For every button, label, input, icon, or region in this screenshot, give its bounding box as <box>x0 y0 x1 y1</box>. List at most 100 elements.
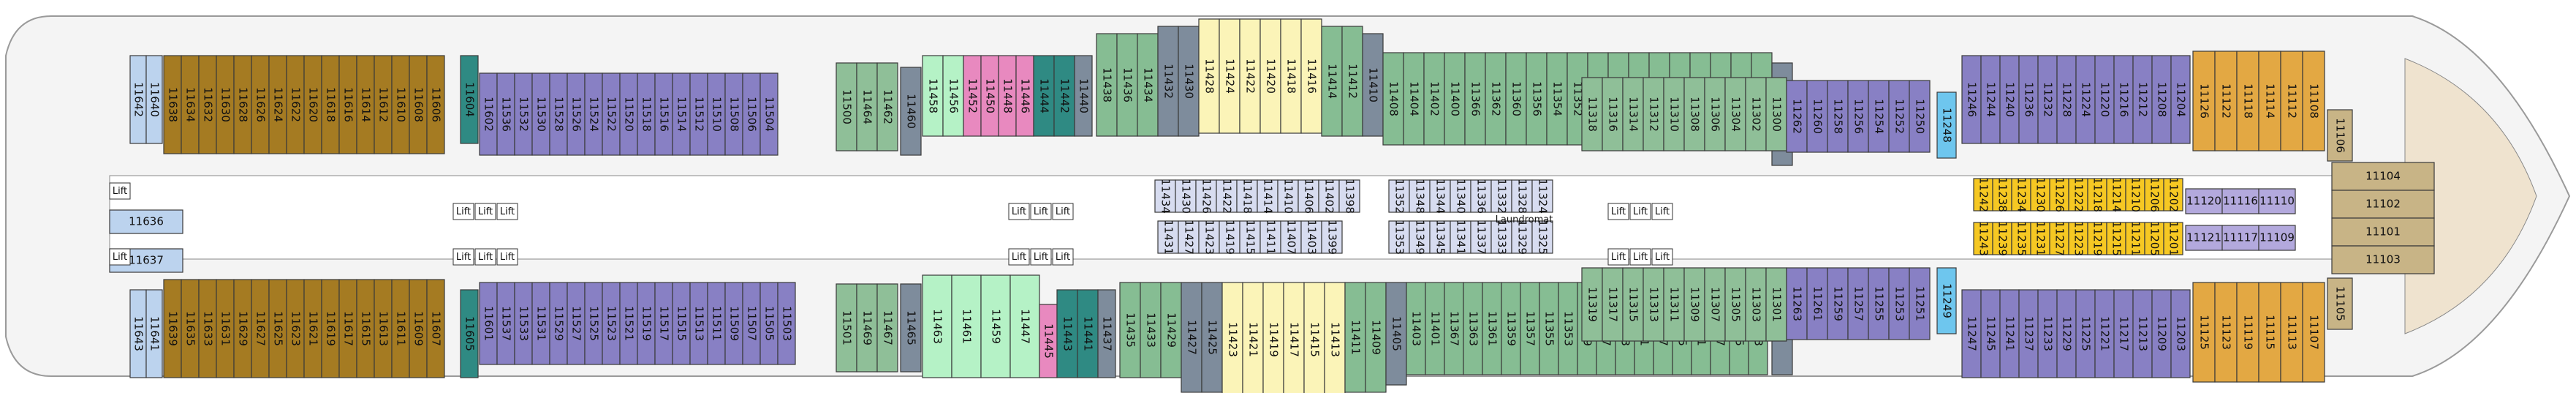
cabin-box[interactable] <box>2037 289 2058 378</box>
cabin-box[interactable] <box>1157 220 1179 254</box>
cabin-box[interactable] <box>1450 179 1471 213</box>
cabin-box[interactable] <box>1362 33 1384 137</box>
cabin-box[interactable] <box>303 279 322 378</box>
cabin-11500[interactable]: 11500 <box>836 62 857 151</box>
cabin-box[interactable] <box>2011 178 2031 212</box>
cabin-11223[interactable]: 11223 <box>2068 221 2088 256</box>
cabin-11203[interactable]: 11203 <box>2170 289 2191 378</box>
cabin-11243[interactable]: 11243 <box>1973 221 1993 256</box>
cabin-box[interactable] <box>1382 52 1404 146</box>
cabin-11509[interactable]: 11509 <box>724 282 743 365</box>
cabin-box[interactable] <box>1338 179 1360 213</box>
cabin-box[interactable] <box>2236 282 2259 383</box>
cabin-box[interactable] <box>1221 282 1243 393</box>
cabin-11606[interactable]: 11606 <box>426 55 445 154</box>
cabin-box[interactable] <box>1039 304 1058 378</box>
cabin-box[interactable] <box>1704 267 1726 342</box>
cabin-box[interactable] <box>1992 178 2012 212</box>
cabin-box[interactable] <box>2132 289 2153 378</box>
cabin-box[interactable] <box>1318 179 1340 213</box>
cabin-11432[interactable]: 11432 <box>1157 26 1179 137</box>
cabin-box[interactable] <box>2144 222 2164 255</box>
cabin-11635[interactable]: 11635 <box>181 279 200 378</box>
cabin-11526[interactable]: 11526 <box>567 72 586 156</box>
cabin-box[interactable] <box>1300 18 1322 134</box>
cabin-box[interactable] <box>1009 274 1040 378</box>
cabin-11311[interactable]: 11311 <box>1663 267 1685 342</box>
cabin-11254[interactable]: 11254 <box>1868 80 1890 153</box>
cabin-box[interactable] <box>1341 26 1363 137</box>
cabin-box[interactable] <box>2192 50 2216 151</box>
cabin-11309[interactable]: 11309 <box>1683 267 1705 342</box>
cabin-box[interactable] <box>1365 282 1387 393</box>
cabin-11262[interactable]: 11262 <box>1786 80 1808 153</box>
cabin-box[interactable] <box>2049 178 2069 212</box>
cabin-11348[interactable]: 11348 <box>1409 179 1431 214</box>
cabin-11532[interactable]: 11532 <box>514 72 533 156</box>
cabin-box[interactable] <box>2056 55 2077 144</box>
cabin-11363[interactable]: 11363 <box>1463 282 1483 375</box>
cabin-11510[interactable]: 11510 <box>707 72 726 156</box>
cabin-11116[interactable]: 11116 <box>2221 188 2259 214</box>
cabin-11616[interactable]: 11616 <box>338 55 357 154</box>
cabin-11608[interactable]: 11608 <box>409 55 428 154</box>
cabin-11412[interactable]: 11412 <box>1341 26 1363 137</box>
cabin-box[interactable] <box>1980 55 2001 144</box>
cabin-box[interactable] <box>1470 220 1492 254</box>
cabin-box[interactable] <box>2327 109 2353 162</box>
cabin-11402[interactable]: 11402 <box>1423 52 1445 146</box>
cabin-11523[interactable]: 11523 <box>602 282 621 365</box>
cabin-box[interactable] <box>2214 282 2238 383</box>
cabin-box[interactable] <box>1280 18 1302 134</box>
cabin-11605[interactable]: 11605 <box>460 289 479 378</box>
cabin-box[interactable] <box>496 282 515 365</box>
cabin-box[interactable] <box>672 282 691 365</box>
cabin-11436[interactable]: 11436 <box>1116 33 1138 137</box>
cabin-11315[interactable]: 11315 <box>1622 267 1644 342</box>
cabin-11257[interactable]: 11257 <box>1847 267 1869 340</box>
cabin-11513[interactable]: 11513 <box>689 282 708 365</box>
cabin-box[interactable] <box>2125 222 2145 255</box>
cabin-11110[interactable]: 11110 <box>2258 188 2296 214</box>
cabin-11441[interactable]: 11441 <box>1077 289 1099 378</box>
cabin-11340[interactable]: 11340 <box>1450 179 1471 214</box>
cabin-box[interactable] <box>1581 267 1603 342</box>
cabin-11520[interactable]: 11520 <box>619 72 638 156</box>
cabin-box[interactable] <box>286 279 305 378</box>
cabin-11202[interactable]: 11202 <box>2163 177 2183 212</box>
cabin-box[interactable] <box>2144 178 2164 212</box>
cabin-11612[interactable]: 11612 <box>374 55 393 154</box>
cabin-box[interactable] <box>1444 282 1464 375</box>
cabin-11237[interactable]: 11237 <box>2018 289 2039 378</box>
cabin-11319[interactable]: 11319 <box>1581 267 1603 342</box>
cabin-11260[interactable]: 11260 <box>1806 80 1828 153</box>
cabin-box[interactable] <box>1511 220 1533 254</box>
cabin-box[interactable] <box>602 282 621 365</box>
cabin-box[interactable] <box>1242 282 1264 393</box>
cabin-11414[interactable]: 11414 <box>1321 26 1343 137</box>
cabin-11112[interactable]: 11112 <box>2280 50 2303 151</box>
cabin-box[interactable] <box>198 55 217 154</box>
cabin-11434[interactable]: 11434 <box>1154 179 1176 214</box>
cabin-box[interactable] <box>1961 289 1982 378</box>
cabin-box[interactable] <box>2030 222 2050 255</box>
cabin-box[interactable] <box>1827 267 1849 340</box>
cabin-11442[interactable]: 11442 <box>1053 55 1075 137</box>
cabin-box[interactable] <box>2087 178 2107 212</box>
cabin-11607[interactable]: 11607 <box>426 279 445 378</box>
cabin-11105[interactable]: 11105 <box>2327 277 2353 330</box>
cabin-11126[interactable]: 11126 <box>2192 50 2216 151</box>
cabin-11460[interactable]: 11460 <box>900 67 922 156</box>
cabin-box[interactable] <box>1257 179 1278 213</box>
cabin-box[interactable] <box>2221 225 2259 251</box>
cabin-11404[interactable]: 11404 <box>1403 52 1425 146</box>
cabin-box[interactable] <box>145 289 163 378</box>
cabin-box[interactable] <box>1511 179 1533 213</box>
cabin-11519[interactable]: 11519 <box>637 282 656 365</box>
cabin-11504[interactable]: 11504 <box>759 72 779 156</box>
cabin-box[interactable] <box>1463 282 1483 375</box>
cabin-11361[interactable]: 11361 <box>1482 282 1502 375</box>
cabin-11512[interactable]: 11512 <box>689 72 708 156</box>
cabin-box[interactable] <box>321 55 340 154</box>
cabin-11420[interactable]: 11420 <box>1259 18 1281 134</box>
